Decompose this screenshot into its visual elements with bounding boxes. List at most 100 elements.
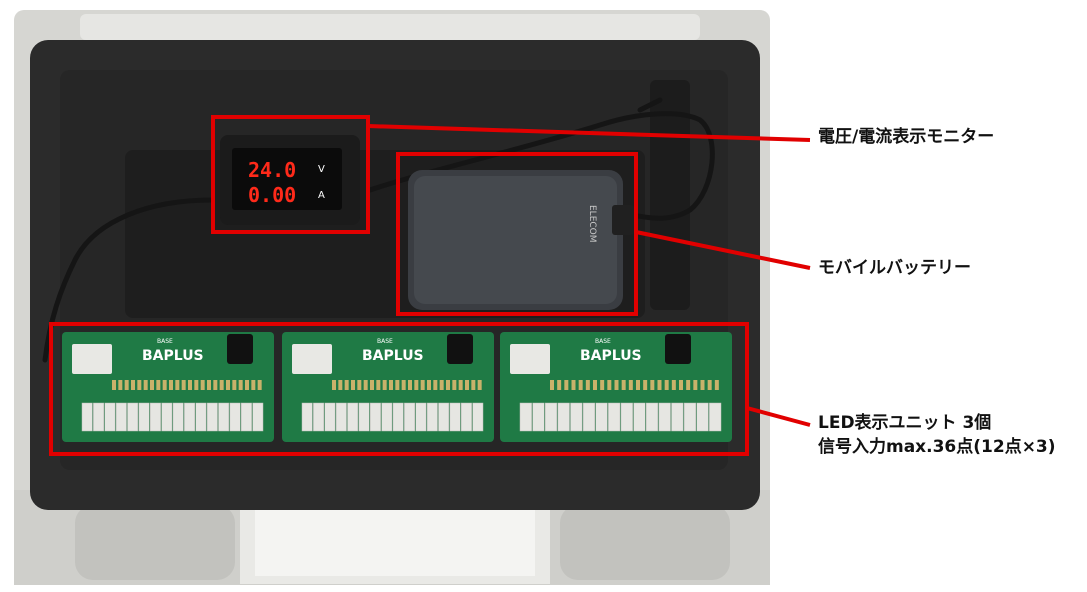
terminal-block (472, 402, 484, 432)
led-element (382, 380, 387, 390)
terminal-block (335, 402, 347, 432)
led-element (169, 380, 173, 390)
led-element (408, 380, 412, 390)
led-units-highlight-box (49, 322, 749, 456)
led-element (188, 380, 192, 390)
terminal-block (709, 402, 722, 432)
led-element (200, 380, 205, 390)
led-element (614, 380, 619, 390)
led-element (593, 380, 597, 390)
meter-leader-line (367, 124, 811, 142)
meter-current-text: 0.00 (248, 183, 296, 207)
led-callout-line1: LED表示ユニット 3個 (818, 413, 992, 433)
board-sublabel: BASE (595, 338, 611, 345)
board-connector (292, 344, 332, 374)
meter-unit-a: A (318, 190, 325, 201)
led-element (571, 380, 576, 390)
led-element (251, 380, 256, 390)
board-logo: BAPLUS (580, 348, 642, 364)
terminal-block (532, 402, 545, 432)
terminal-block (370, 402, 381, 432)
terminal-block (150, 402, 161, 432)
led-element (550, 380, 554, 390)
terminal-block (557, 402, 570, 432)
led-element (332, 380, 336, 390)
led-element (351, 380, 355, 390)
board-connector (510, 344, 550, 374)
led-element (357, 380, 362, 390)
led-element (118, 380, 123, 390)
led-element (458, 380, 463, 390)
led-element (578, 380, 583, 390)
led-element (124, 380, 129, 390)
led-element (446, 380, 450, 390)
led-display-boards: BAPLUS BASE BAPLUS BASE BAPLUS BASE (62, 332, 732, 442)
led-element (162, 380, 167, 390)
led-element (643, 380, 648, 390)
terminal-block (313, 402, 324, 432)
board-logo: BAPLUS (362, 348, 424, 364)
terminal-block (683, 402, 696, 432)
led-element (427, 380, 431, 390)
terminal-block (218, 402, 230, 432)
led-element (232, 380, 237, 390)
led-leader-line (746, 406, 811, 427)
terminal-block (358, 402, 370, 432)
led-element (219, 380, 224, 390)
led-element (226, 380, 230, 390)
terminal-block (229, 402, 241, 432)
led-element (686, 380, 691, 390)
board-connector (72, 344, 112, 374)
led-element (707, 380, 712, 390)
terminal-block (392, 402, 404, 432)
led-element (664, 380, 669, 390)
terminal-block (449, 402, 461, 432)
leader-lines (367, 124, 811, 427)
terminal-block (438, 402, 450, 432)
board-sublabel: BASE (157, 338, 173, 345)
meter-unit-v: V (318, 164, 325, 175)
board-logo: BAPLUS (142, 348, 204, 364)
led-element (156, 380, 161, 390)
led-element (433, 380, 438, 390)
board-dc-jack (447, 334, 473, 364)
terminal-block (646, 402, 659, 432)
led-element (238, 380, 243, 390)
led-element (395, 380, 400, 390)
led-element (679, 380, 683, 390)
terminal-block (161, 402, 173, 432)
led-element (452, 380, 457, 390)
led-element (213, 380, 218, 390)
led-element (194, 380, 199, 390)
terminal-block (595, 402, 608, 432)
led-element (657, 380, 662, 390)
terminal-block (415, 402, 427, 432)
terminal-block (93, 402, 104, 432)
terminal-block (127, 402, 139, 432)
terminal-block (172, 402, 184, 432)
led-element (245, 380, 249, 390)
terminal-block (206, 402, 218, 432)
terminal-block (620, 402, 633, 432)
led-element (414, 380, 419, 390)
battery-brand: ELECOM (587, 205, 597, 243)
terminal-block (252, 402, 264, 432)
terminal-block (324, 402, 336, 432)
mobile-battery: ELECOM (408, 170, 634, 310)
terminal-block (301, 402, 313, 432)
monitor-callout-label: 電圧/電流表示モニター (818, 127, 995, 147)
terminal-block (381, 402, 393, 432)
led-element (112, 380, 116, 390)
terminal-block (195, 402, 207, 432)
terminal-block (582, 402, 595, 432)
terminal-block (104, 402, 116, 432)
led-element (700, 380, 705, 390)
led-element (600, 380, 605, 390)
terminal-block (658, 402, 671, 432)
led-element (363, 380, 368, 390)
battery-callout-label: モバイルバッテリー (818, 258, 971, 278)
board-sublabel: BASE (377, 338, 393, 345)
terminal-block (184, 402, 195, 432)
led-element (471, 380, 476, 390)
